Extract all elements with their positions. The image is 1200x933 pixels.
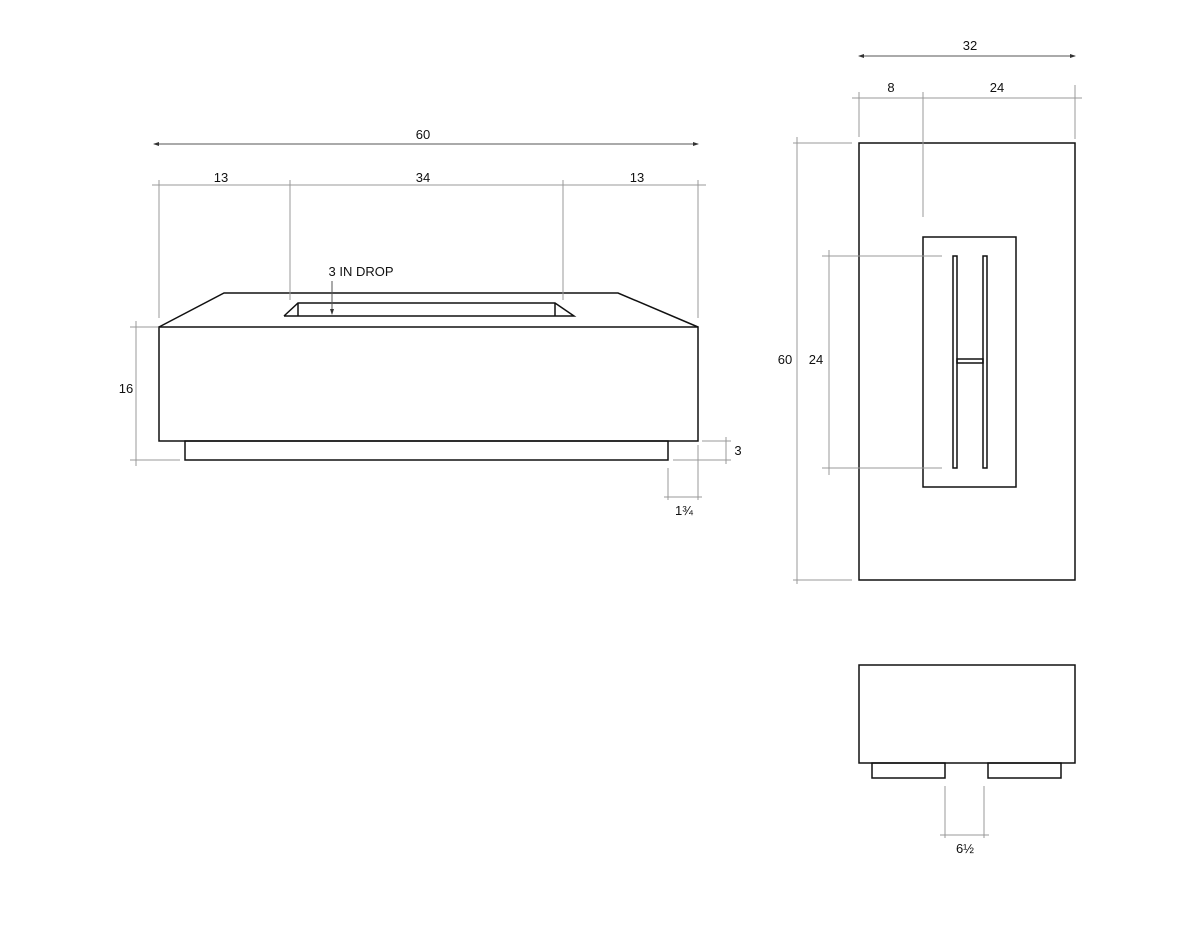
front-height-label: 16 xyxy=(119,381,133,396)
top-view: 32 8 24 60 24 xyxy=(778,38,1082,584)
side-body xyxy=(858,664,1076,764)
front-view: 60 13 34 13 3 IN DROP 16 3 1¾ xyxy=(119,127,742,518)
top-body xyxy=(858,142,1076,581)
front-body xyxy=(158,326,699,442)
feet-gap-label: 6½ xyxy=(956,841,974,856)
side-view: 6½ xyxy=(858,664,1076,856)
front-base xyxy=(184,440,669,461)
top-length-label: 60 xyxy=(778,352,792,367)
side-foot-left xyxy=(871,762,946,779)
front-width-label: 60 xyxy=(416,127,430,142)
right-segment-label: 13 xyxy=(630,170,644,185)
top-width-label: 32 xyxy=(963,38,977,53)
base-inset-label: 1¾ xyxy=(675,503,693,518)
burner-pan xyxy=(922,236,1017,488)
drop-note: 3 IN DROP xyxy=(328,264,393,279)
burner-crossbar xyxy=(956,358,984,364)
offset-label: 8 xyxy=(887,80,894,95)
burner-opening xyxy=(283,302,577,317)
base-height-label: 3 xyxy=(734,443,741,458)
middle-segment-label: 34 xyxy=(416,170,430,185)
side-foot-right xyxy=(987,762,1062,779)
burner-length-label: 24 xyxy=(809,352,823,367)
left-segment-label: 13 xyxy=(214,170,228,185)
front-top-bevel xyxy=(158,292,699,328)
remainder-label: 24 xyxy=(990,80,1004,95)
